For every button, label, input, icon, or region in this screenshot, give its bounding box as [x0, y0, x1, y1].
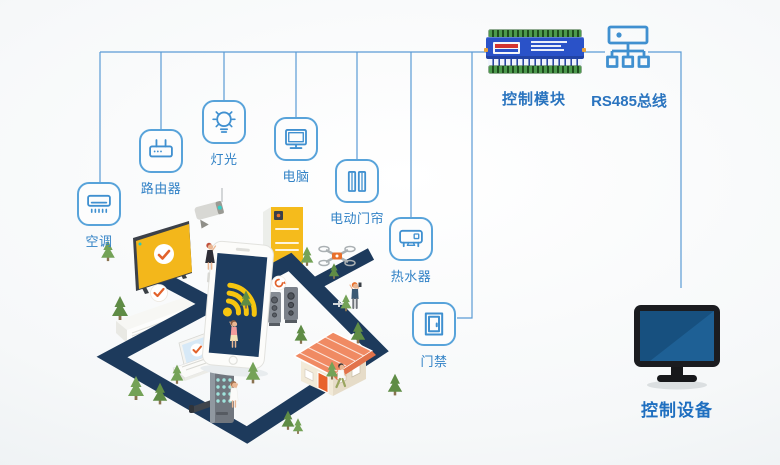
trees [101, 240, 403, 434]
router-icon [139, 129, 183, 173]
module-connectors [488, 59, 582, 66]
drone-illustration [318, 245, 356, 307]
device-router: 路由器 [139, 129, 183, 199]
screw [484, 48, 488, 52]
device-electric-curtain: 电动门帘 [330, 159, 384, 229]
module-body [486, 37, 584, 59]
device-label: 门禁 [420, 354, 448, 369]
device-water-heater: 热水器 [389, 217, 433, 287]
control-device-monitor [634, 305, 720, 390]
check-badge [150, 284, 168, 302]
door-lock-illustration [189, 369, 234, 423]
device-door-access: 门禁 [412, 302, 456, 372]
device-computer: 电脑 [274, 117, 318, 187]
device-label: 空调 [85, 234, 113, 249]
control-device-label: 控制设备 [641, 401, 713, 420]
billboard-illustration [133, 221, 192, 294]
device-label: 电动门帘 [329, 211, 385, 226]
device-label: 路由器 [140, 181, 182, 196]
smartphone-illustration [200, 240, 274, 377]
computer-icon [274, 117, 318, 161]
device-label: 电脑 [282, 169, 310, 184]
smart-home-scene-illustration [96, 188, 403, 444]
terminal-strip [489, 66, 581, 73]
terminal-strip [489, 30, 581, 37]
screw [582, 48, 586, 52]
module-label-chip [493, 42, 520, 54]
air-conditioner-icon [77, 182, 121, 226]
control-module-label: 控制模块 [501, 91, 566, 108]
device-light: 灯光 [202, 100, 246, 170]
water-heater-icon [389, 217, 433, 261]
device-label: 灯光 [210, 152, 238, 167]
light-icon [202, 100, 246, 144]
rs485-bus-label: RS485总线 [591, 93, 667, 110]
speakers-illustration [268, 275, 298, 326]
people [205, 242, 362, 408]
rs485-bus-icon [606, 25, 650, 68]
electric-curtain-icon [335, 159, 379, 203]
device-air-conditioner: 空调 [77, 182, 121, 252]
control-module-image [484, 30, 586, 73]
module-spec-text [531, 41, 571, 53]
device-label: 热水器 [390, 269, 432, 284]
security-camera-illustration [194, 188, 224, 229]
door-access-icon [412, 302, 456, 346]
